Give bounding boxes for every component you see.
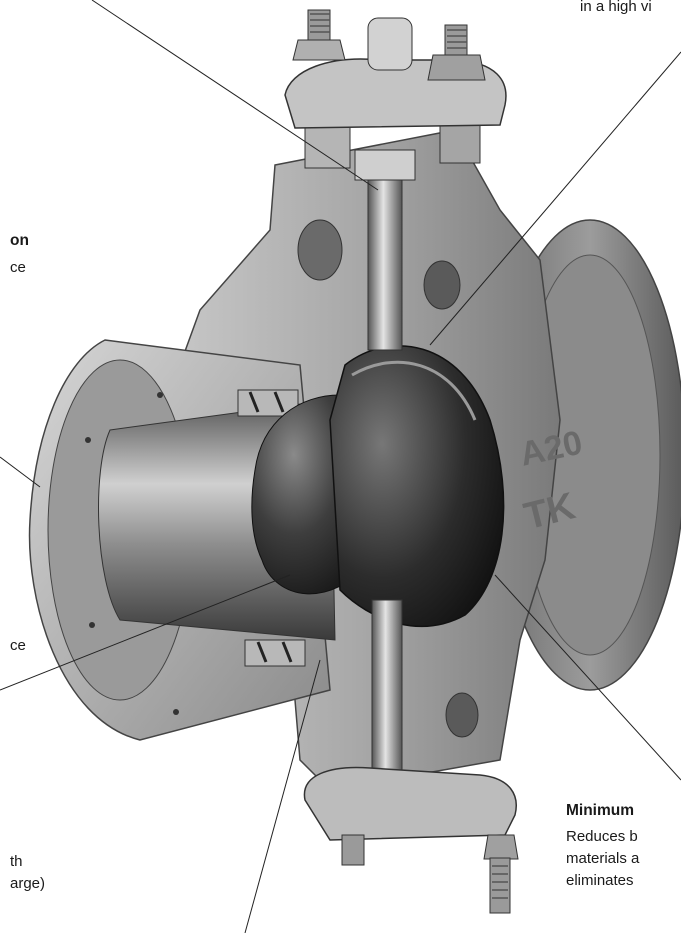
callout-top-right-fragment: in a high vi [580, 0, 652, 15]
lower-shaft [371, 599, 403, 801]
callout-left-lower-fragment: ce [10, 637, 26, 654]
callout-right-body-line3: eliminates [566, 872, 634, 889]
callout-bottom-left-line1: th [10, 853, 23, 870]
callout-left-body-fragment: ce [10, 259, 26, 276]
upper-shaft [367, 159, 403, 351]
callout-bottom-left-line2: arge) [10, 875, 46, 892]
shaft-key [367, 17, 413, 71]
callout-right-body-line1: Reduces b [566, 828, 638, 845]
callout-right-body-line2: materials a [566, 850, 640, 867]
bottom-plate [303, 766, 517, 841]
callout-right-heading: Minimum [566, 802, 635, 819]
callout-left-heading-fragment: on [10, 232, 29, 249]
